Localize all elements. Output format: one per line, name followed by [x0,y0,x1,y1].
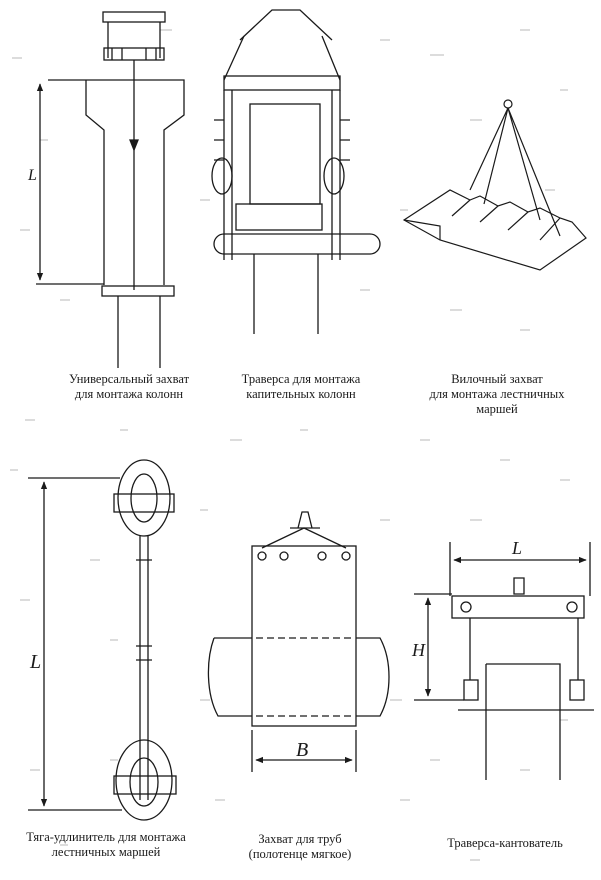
caption-capital-traverse: Траверса для монтажа капительных колонн [241,372,361,401]
column-grip-figure [36,11,185,368]
extension-rod-length-label: L [29,651,41,673]
tilting-traverse-figure [414,542,594,780]
pipe-grip-width-label: B [296,739,308,761]
tilting-traverse-length-label: L [511,538,522,558]
caption-pipe-grip: Захват для труб (полотенце мягкое) [248,832,352,861]
scan-noise [10,29,570,861]
caption-extension-rod: Тяга-удлинитель для монтажа лестничных м… [26,830,186,859]
tilting-traverse-height-label: H [411,640,426,660]
extension-rod-figure [28,459,177,821]
caption-tilting-traverse: Траверса-кантователь [447,836,563,850]
capital-traverse-figure [211,9,381,334]
fork-grip-figure [402,99,587,271]
caption-column-grip: Универсальный захват для монтажа колонн [68,372,190,401]
pipe-grip-figure [207,511,390,772]
column-grip-length-label: L [27,167,37,184]
caption-fork-grip: Вилочный захват для монтажа лестничных м… [429,372,565,416]
